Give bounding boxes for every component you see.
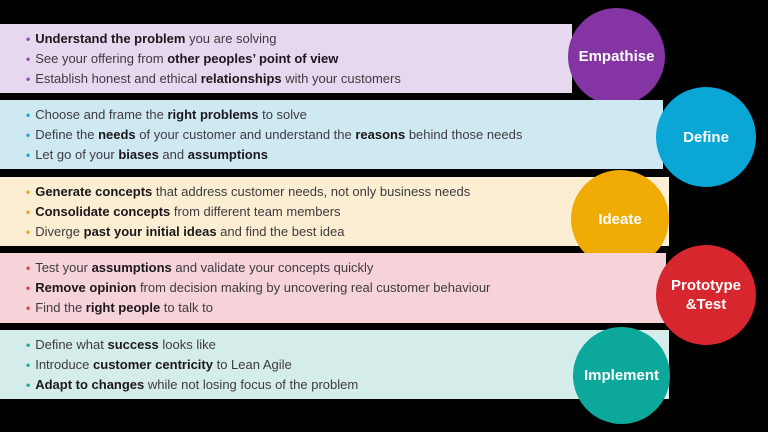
- bullet-dot-icon: •: [26, 281, 31, 295]
- bullet-line: • Diverge past your initial ideas and fin…: [26, 222, 669, 242]
- stage-band-define: • Choose and frame the right problems to …: [0, 100, 663, 169]
- bullet-line: • Choose and frame the right problems to …: [26, 105, 663, 125]
- bullet-dot-icon: •: [26, 147, 31, 162]
- text-segment: that address customer needs, not only bu…: [152, 183, 471, 199]
- text-segment-bold: biases: [118, 146, 159, 162]
- text-segment-bold: right problems: [167, 106, 259, 122]
- stage-band-ideate: • Generate concepts that address customer…: [0, 177, 669, 246]
- stage-band-prototype-and-test: • Test your assumptions and validate your…: [0, 253, 666, 323]
- text-segment: Choose and frame the: [35, 106, 168, 122]
- stage-circle-define: Define: [656, 87, 756, 187]
- text-segment: to solve: [258, 106, 307, 122]
- text-segment-bold: reasons: [355, 126, 406, 142]
- text-segment: from decision making by uncovering real …: [136, 280, 491, 295]
- text-segment: and: [158, 146, 188, 162]
- text-segment-bold: other peoples’ point of view: [167, 50, 339, 66]
- bullet-dot-icon: •: [26, 31, 31, 46]
- bullet-dot-icon: •: [26, 127, 31, 142]
- bullet-line: • Introduce customer centricity to Lean A…: [26, 355, 669, 375]
- bullet-line: • Understand the problem you are solving: [26, 29, 572, 49]
- text-segment: to Lean Agile: [212, 356, 292, 372]
- text-segment: Define what: [35, 336, 108, 352]
- stage-circle-prototype-and-test: Prototype &Test: [656, 245, 756, 345]
- bullet-line: • Find the right people to talk to: [26, 298, 666, 318]
- text-segment: of your customer and understand the: [135, 126, 356, 142]
- text-segment-bold: Adapt to changes: [35, 376, 145, 392]
- text-segment: Establish honest and ethical: [35, 70, 201, 86]
- stage-band-implement: • Define what success looks like • Introduc…: [0, 330, 669, 399]
- text-segment: with your customers: [281, 70, 401, 86]
- text-segment-bold: past your initial ideas: [83, 223, 217, 239]
- bullet-line: • Let go of your biases and assumptions: [26, 145, 663, 165]
- bullet-line: • See your offering from other peoples’ p…: [26, 49, 572, 69]
- text-segment: See your offering from: [35, 50, 168, 66]
- text-segment-bold: success: [107, 336, 159, 352]
- text-segment: while not losing focus of the problem: [144, 376, 359, 392]
- bullet-dot-icon: •: [26, 261, 31, 275]
- bullet-dot-icon: •: [26, 107, 31, 122]
- bullet-dot-icon: •: [26, 51, 31, 66]
- text-segment-bold: customer centricity: [93, 356, 213, 372]
- bullet-line: • Establish honest and ethical relationsh…: [26, 69, 572, 89]
- text-segment: Find the: [35, 300, 86, 315]
- bullet-dot-icon: •: [26, 224, 31, 239]
- text-segment: you are solving: [185, 30, 277, 46]
- stage-circle-ideate: Ideate: [571, 170, 669, 268]
- bullet-dot-icon: •: [26, 204, 31, 219]
- text-segment: and find the best idea: [216, 223, 345, 239]
- text-segment-bold: relationships: [200, 70, 282, 86]
- bullet-dot-icon: •: [26, 377, 31, 392]
- text-segment-bold: Understand the problem: [35, 30, 186, 46]
- bullet-line: • Define the needs of your customer and u…: [26, 125, 663, 145]
- text-segment: from different team members: [170, 203, 341, 219]
- text-segment: Diverge: [35, 223, 84, 239]
- bullet-line: • Test your assumptions and validate your…: [26, 258, 666, 278]
- text-segment-bold: right people: [85, 300, 161, 315]
- text-segment: looks like: [158, 336, 216, 352]
- text-segment: Test your: [35, 260, 92, 275]
- text-segment-bold: assumptions: [187, 146, 268, 162]
- stage-circle-empathise: Empathise: [568, 8, 665, 105]
- text-segment-bold: Consolidate concepts: [35, 203, 171, 219]
- bullet-line: • Remove opinion from decision making by …: [26, 278, 666, 298]
- text-segment: Introduce: [35, 356, 94, 372]
- text-segment: Define the: [35, 126, 99, 142]
- bullet-line: • Define what success looks like: [26, 335, 669, 355]
- bullet-dot-icon: •: [26, 357, 31, 372]
- bullet-dot-icon: •: [26, 71, 31, 86]
- text-segment-bold: Remove opinion: [35, 280, 137, 295]
- bullet-dot-icon: •: [26, 337, 31, 352]
- stage-circle-implement: Implement: [573, 327, 670, 424]
- text-segment: Let go of your: [35, 146, 119, 162]
- bullet-dot-icon: •: [26, 184, 31, 199]
- text-segment: to talk to: [160, 300, 213, 315]
- bullet-dot-icon: •: [26, 301, 31, 315]
- text-segment-bold: assumptions: [91, 260, 172, 275]
- text-segment: and validate your concepts quickly: [171, 260, 374, 275]
- bullet-line: • Generate concepts that address customer…: [26, 182, 669, 202]
- stage-band-empathise: •Understand the problem you are solving•…: [0, 24, 572, 93]
- bullet-line: • Adapt to changes while not losing focus…: [26, 375, 669, 395]
- bullet-line: • Consolidate concepts from different tea…: [26, 202, 669, 222]
- text-segment-bold: Generate concepts: [35, 183, 153, 199]
- text-segment: behind those needs: [405, 126, 523, 142]
- text-segment-bold: needs: [98, 126, 136, 142]
